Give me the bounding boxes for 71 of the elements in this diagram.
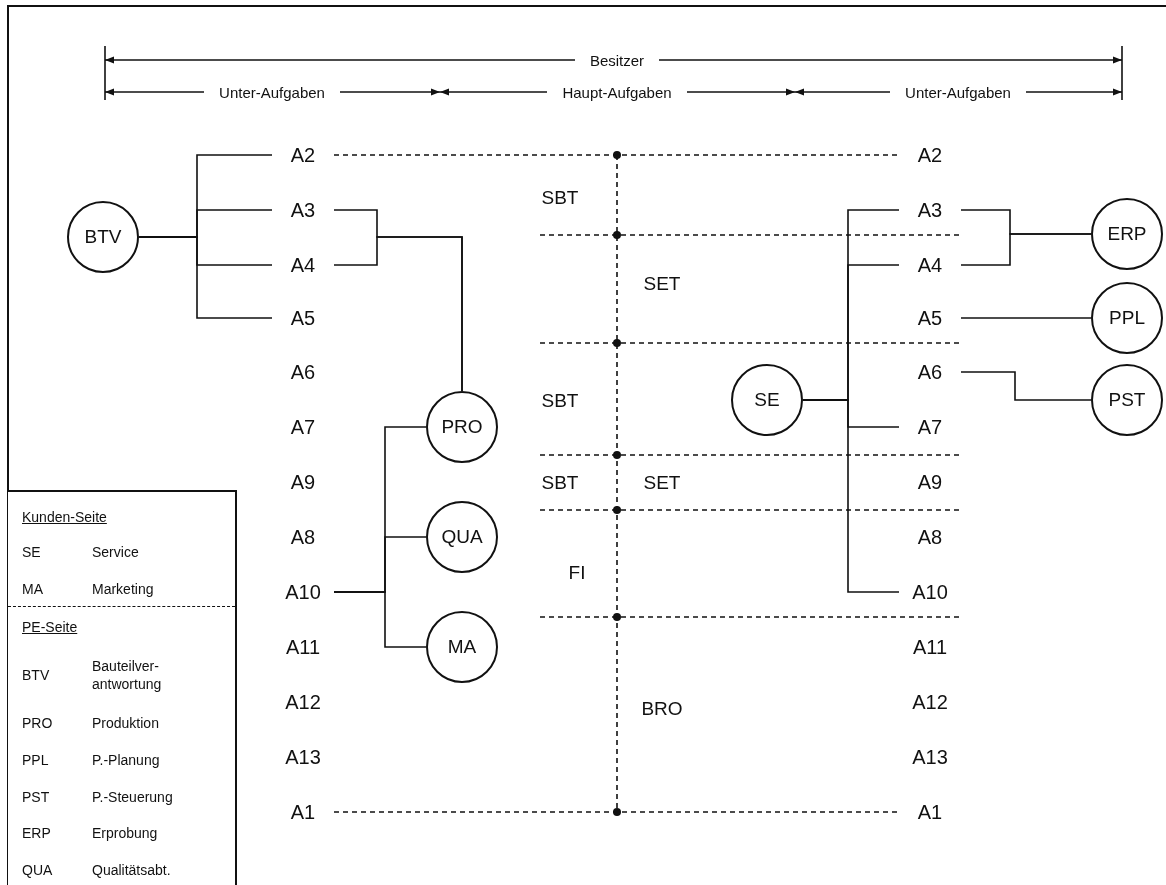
span-label: Unter-Aufgaben [219,82,325,102]
task-label: A10 [899,580,961,604]
role-circle: ERP [1091,198,1163,270]
task-label: A2 [899,143,961,167]
definition: Qualitätsabt. [92,861,171,879]
task-label: A13 [899,745,961,769]
connector-line [960,317,1092,319]
section-label: SBT [541,388,579,412]
task-label: A1 [272,800,334,824]
task-label: A2 [272,143,334,167]
abbreviation: QUA [22,861,53,879]
section-label: SBT [541,185,579,209]
task-label: A7 [899,415,961,439]
definition: Bauteilver- antwortung [92,657,163,693]
task-label: A5 [272,306,334,330]
abbreviation: ERP [22,824,51,842]
section-label: SBT [541,470,579,494]
section-label: BRO [641,696,683,720]
task-label: A11 [272,635,334,659]
task-label: A9 [272,470,334,494]
role-circle: MA [426,611,498,683]
abbreviation: PPL [22,751,49,769]
role-circle: PST [1091,364,1163,436]
connector-line [333,591,427,648]
task-label: A7 [272,415,334,439]
definition: Service [92,543,139,561]
task-label: A12 [899,690,961,714]
legend-heading: Kunden-Seite [22,508,107,526]
task-label: A5 [899,306,961,330]
span-label: Haupt-Aufgaben [562,82,672,102]
task-label: A9 [899,470,961,494]
role-circle: SE [731,364,803,436]
definition: P.-Steuerung [92,788,173,806]
connector-line [333,811,900,813]
connector-line [960,233,1092,266]
connector-line [333,154,900,156]
connector-line [138,236,273,319]
task-label: A3 [272,198,334,222]
task-label: A6 [899,360,961,384]
task-label: A3 [899,198,961,222]
task-label: A10 [272,580,334,604]
span-label: Unter-Aufgaben [905,82,1011,102]
connector-line [960,371,1092,401]
definition: Erprobung [92,824,158,842]
section-label: SET [643,470,681,494]
span-label: Besitzer [589,50,645,70]
task-label: A1 [899,800,961,824]
section-label: SET [643,271,681,295]
abbreviation: MA [22,580,43,598]
abbreviation: SE [22,543,41,561]
task-label: A8 [272,525,334,549]
task-label: A8 [899,525,961,549]
definition: Marketing [92,580,154,598]
connector-line [802,399,900,593]
role-circle: QUA [426,501,498,573]
task-label: A6 [272,360,334,384]
task-label: A12 [272,690,334,714]
abbreviation: PRO [22,714,53,732]
abbreviation: PST [22,788,50,806]
role-circle: PRO [426,391,498,463]
task-label: A4 [272,253,334,277]
section-label: FI [568,560,586,584]
abbreviation: BTV [22,666,50,684]
legend-heading: PE-Seite [22,618,78,636]
role-circle: BTV [67,201,139,273]
task-label: A4 [899,253,961,277]
definition: P.-Planung [92,751,160,769]
role-circle: PPL [1091,282,1163,354]
task-label: A13 [272,745,334,769]
task-label: A11 [899,635,961,659]
definition: Produktion [92,714,159,732]
